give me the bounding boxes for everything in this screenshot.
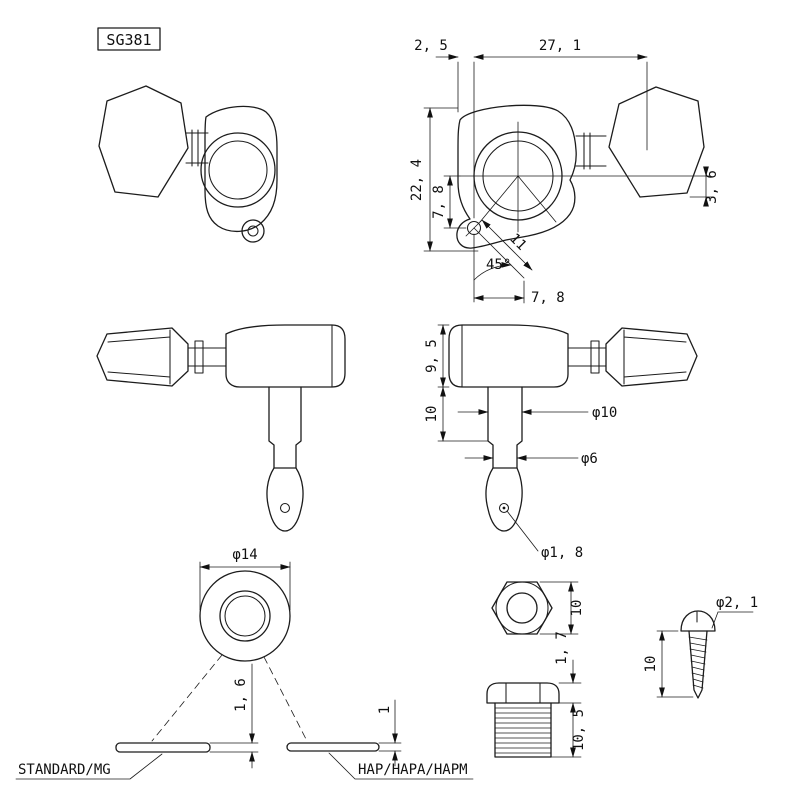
- screw-dia-leader: [711, 611, 754, 629]
- label-leader-hap: [328, 752, 474, 780]
- washer-top-hole: [224, 595, 266, 637]
- front-view-dimensions: 2, 5 27, 1 22, 4 7, 8 3, 6 45° 11 7, 8: [409, 38, 720, 306]
- washer-hap: [286, 742, 380, 752]
- post-bulb: [266, 467, 304, 532]
- gear-cover-outer: [200, 132, 276, 208]
- dim-washer-diameter: φ14: [232, 547, 257, 563]
- dim-screw-dia: φ2, 1: [716, 595, 758, 611]
- washer-top-inner: [219, 590, 271, 642]
- dim-screw-horizontal: 7, 8: [531, 290, 565, 306]
- string-hole-leader: [506, 510, 539, 552]
- extension-lines: [423, 61, 714, 304]
- housing-side: [225, 324, 346, 388]
- button-outline: [98, 85, 189, 198]
- housing-side: [448, 324, 569, 388]
- flange-facets: [505, 682, 541, 704]
- button-shaft: [575, 132, 607, 170]
- dim-plate-height: 22, 4: [409, 159, 425, 201]
- mount-ear-hole: [247, 225, 259, 237]
- button-side-outline: [605, 327, 698, 387]
- screw-shank: [688, 630, 708, 699]
- model-number: SG381: [106, 31, 151, 49]
- dim-nut-size: 10: [569, 600, 585, 617]
- dim-angle-45: 45°: [486, 257, 511, 273]
- dim-bushing-section: 10: [424, 406, 440, 423]
- string-hole: [279, 502, 291, 514]
- dim-shaft-diameter: φ6: [581, 451, 598, 467]
- angle-arc: [473, 262, 512, 281]
- hex-nut-view: 10: [491, 581, 585, 635]
- dim-center-to-button: 3, 6: [704, 170, 720, 204]
- dim-line-screw-diagonal: [481, 219, 533, 271]
- string-post: [487, 386, 523, 469]
- nut-hole: [506, 592, 538, 624]
- dim-hap-thickness: 1: [377, 706, 393, 714]
- gear-housing: [204, 105, 278, 233]
- dim-post-diameter: φ10: [592, 405, 617, 421]
- dim-thread-length: 10, 5: [571, 709, 587, 751]
- extension-lines: [199, 561, 402, 753]
- front-view-right: [456, 86, 711, 249]
- extension-lines: [437, 324, 489, 442]
- nut-hex-outline: [491, 581, 553, 635]
- construction-45-line: [473, 227, 525, 279]
- title-block: SG381: [97, 27, 161, 51]
- string-post: [268, 386, 302, 469]
- string-hole-center: [502, 506, 506, 510]
- button-facets: [107, 329, 171, 385]
- shaft-collar: [567, 340, 607, 374]
- label-hap: HAP/HAPA/HAPM: [358, 762, 468, 778]
- dim-housing-height: 9, 5: [424, 339, 440, 373]
- dim-edge-to-screw: 2, 5: [414, 38, 448, 54]
- screw-view: 10 φ2, 1: [643, 595, 758, 699]
- button-facets: [623, 329, 687, 385]
- button-side-outline: [96, 327, 189, 387]
- bushing-view: 1, 7 10, 5: [486, 631, 587, 758]
- screw-head: [680, 610, 716, 632]
- extension-lines: [550, 682, 582, 758]
- gear-cover-inner: [208, 140, 268, 200]
- projection-lines: [151, 654, 308, 742]
- nut-chamfer-circle: [495, 581, 549, 635]
- dim-standard-thickness: 1, 6: [233, 678, 249, 712]
- bushing-flange: [486, 682, 560, 704]
- dim-flange-height: 1, 7: [554, 631, 570, 665]
- dim-screw-length: 10: [643, 656, 659, 673]
- washer-views: φ14 1, 6 1 STANDARD/MG HAP/HAPA/HAPM: [15, 547, 474, 780]
- mount-ear: [241, 219, 265, 243]
- washer-top-outer: [199, 570, 291, 662]
- bushing-threads: [494, 707, 552, 754]
- screw-threads: [688, 636, 708, 689]
- center-lines: [459, 121, 711, 233]
- front-view-left: [98, 85, 278, 243]
- shaft-collar: [187, 340, 227, 374]
- dim-overall-width: 27, 1: [539, 38, 581, 54]
- dim-center-to-screw: 7, 8: [431, 185, 447, 219]
- washer-standard: [115, 742, 211, 753]
- label-standard-mg: STANDARD/MG: [18, 762, 111, 778]
- dim-screw-diagonal: 11: [506, 231, 529, 254]
- bushing-body: [494, 702, 552, 758]
- title-box: [97, 27, 161, 51]
- dim-string-hole-diameter: φ1, 8: [541, 545, 583, 561]
- side-view-right: [448, 324, 698, 532]
- gear-cover-inner: [482, 140, 554, 212]
- side-view-dimensions: 9, 5 10 φ10 φ6 φ1, 8: [424, 324, 617, 561]
- button-outline: [608, 86, 705, 198]
- button-shaft: [185, 129, 209, 167]
- side-view-left: [96, 324, 346, 532]
- post-bulb: [485, 467, 523, 532]
- string-hole: [498, 502, 510, 514]
- label-leader-standard: [15, 753, 163, 780]
